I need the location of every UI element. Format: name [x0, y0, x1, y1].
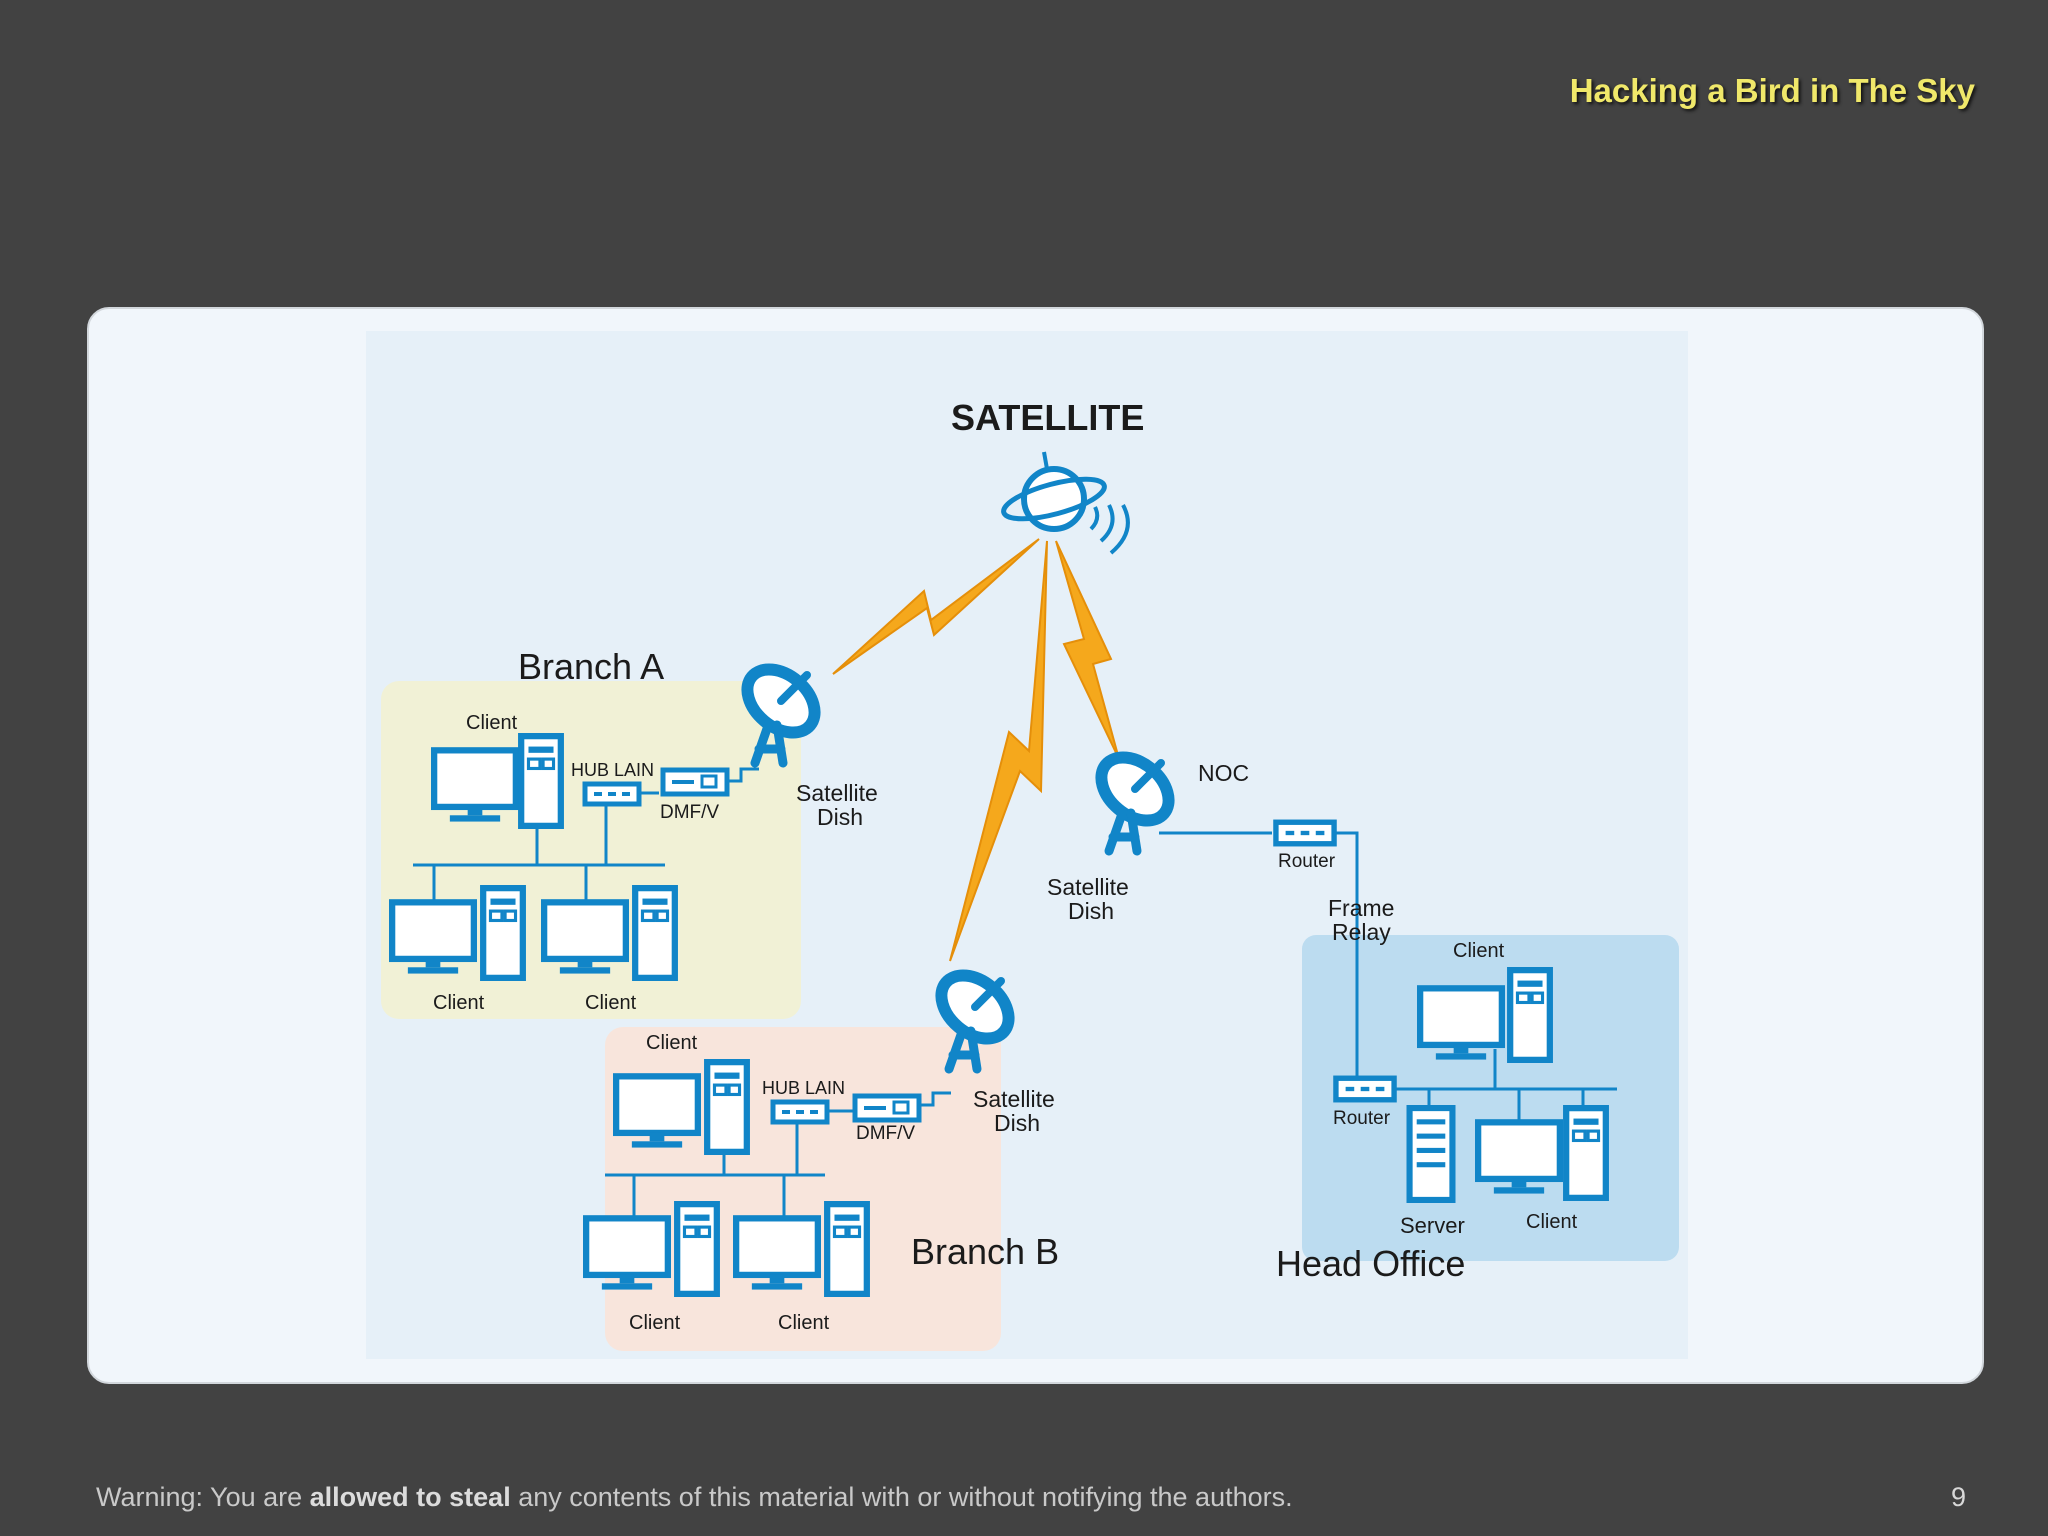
network-diagram: Branch A Client HUB LAIN DMF/V Satellite… [366, 331, 1688, 1359]
branch-b-client-top-label: Client [646, 1032, 698, 1054]
noc-dish-label-1: Satellite [1047, 874, 1129, 900]
branch-a-modem [663, 770, 727, 794]
noc-label: NOC [1198, 760, 1249, 786]
branch-a-dish-label-2: Dish [817, 804, 863, 830]
head-office-server [1410, 1108, 1453, 1200]
branch-b-client-left-label: Client [629, 1312, 681, 1334]
noc-dish-label-2: Dish [1068, 898, 1114, 924]
diagram-card: Branch A Client HUB LAIN DMF/V Satellite… [87, 307, 1984, 1384]
branch-a-client-left-label: Client [433, 992, 485, 1014]
footer-bold: allowed to steal [309, 1482, 511, 1512]
head-office-router [1336, 1078, 1394, 1100]
slide-title: Hacking a Bird in The Sky [1569, 72, 1975, 109]
branch-b-network-lines [605, 1091, 951, 1217]
branch-a-right-tower [635, 888, 675, 978]
branch-b-client-right-label: Client [778, 1312, 830, 1334]
branch-a-hub [585, 784, 639, 804]
noc-router [1276, 822, 1334, 844]
branch-b-top-tower [707, 1062, 747, 1152]
head-office-client-right-label: Client [1526, 1211, 1578, 1233]
satellite-label: SATELLITE [951, 397, 1144, 438]
head-office-server-label: Server [1400, 1213, 1465, 1238]
frame-relay-label-1: Frame [1328, 895, 1394, 921]
branch-b-dish-label-2: Dish [994, 1110, 1040, 1136]
branch-a-network-lines [413, 767, 759, 901]
branch-b-right-tower [827, 1204, 867, 1294]
branch-a-modem-label: DMF/V [660, 802, 719, 823]
head-office-router-label: Router [1333, 1108, 1391, 1129]
head-office-top-tower [1510, 970, 1550, 1060]
branch-b-dish-label-1: Satellite [973, 1086, 1055, 1112]
branch-a-client-right-label: Client [585, 992, 637, 1014]
branch-b-title: Branch B [911, 1231, 1059, 1272]
page-number: 9 [1950, 1482, 1966, 1512]
branch-a-left-tower [483, 888, 523, 978]
footer-warning: Warning: You are allowed to steal any co… [96, 1482, 1293, 1513]
branch-b-modem-label: DMF/V [856, 1123, 915, 1144]
branch-b-hub-label: HUB LAIN [762, 1078, 845, 1098]
branch-b-left-tower [677, 1204, 717, 1294]
branch-b-hub [773, 1102, 827, 1122]
frame-relay-label-2: Relay [1332, 919, 1391, 945]
noc-network-lines [1159, 831, 1359, 1077]
branch-a-hub-label: HUB LAIN [571, 760, 654, 780]
branch-a-client-top-label: Client [466, 712, 518, 734]
footer-suffix: any contents of this material with or wi… [510, 1482, 1293, 1512]
noc-router-label: Router [1278, 851, 1336, 872]
branch-b-modem [855, 1096, 919, 1120]
branch-a-top-tower [521, 736, 561, 826]
footer-prefix: Warning: You are [96, 1482, 310, 1512]
head-office-network-lines [1387, 1049, 1617, 1121]
satellite-icon [1001, 451, 1130, 555]
head-office-client-top-label: Client [1453, 940, 1505, 962]
head-office-title: Head Office [1276, 1243, 1465, 1284]
branch-a-title: Branch A [518, 646, 664, 687]
head-office-right-tower [1566, 1108, 1606, 1198]
branch-a-dish-label-1: Satellite [796, 780, 878, 806]
